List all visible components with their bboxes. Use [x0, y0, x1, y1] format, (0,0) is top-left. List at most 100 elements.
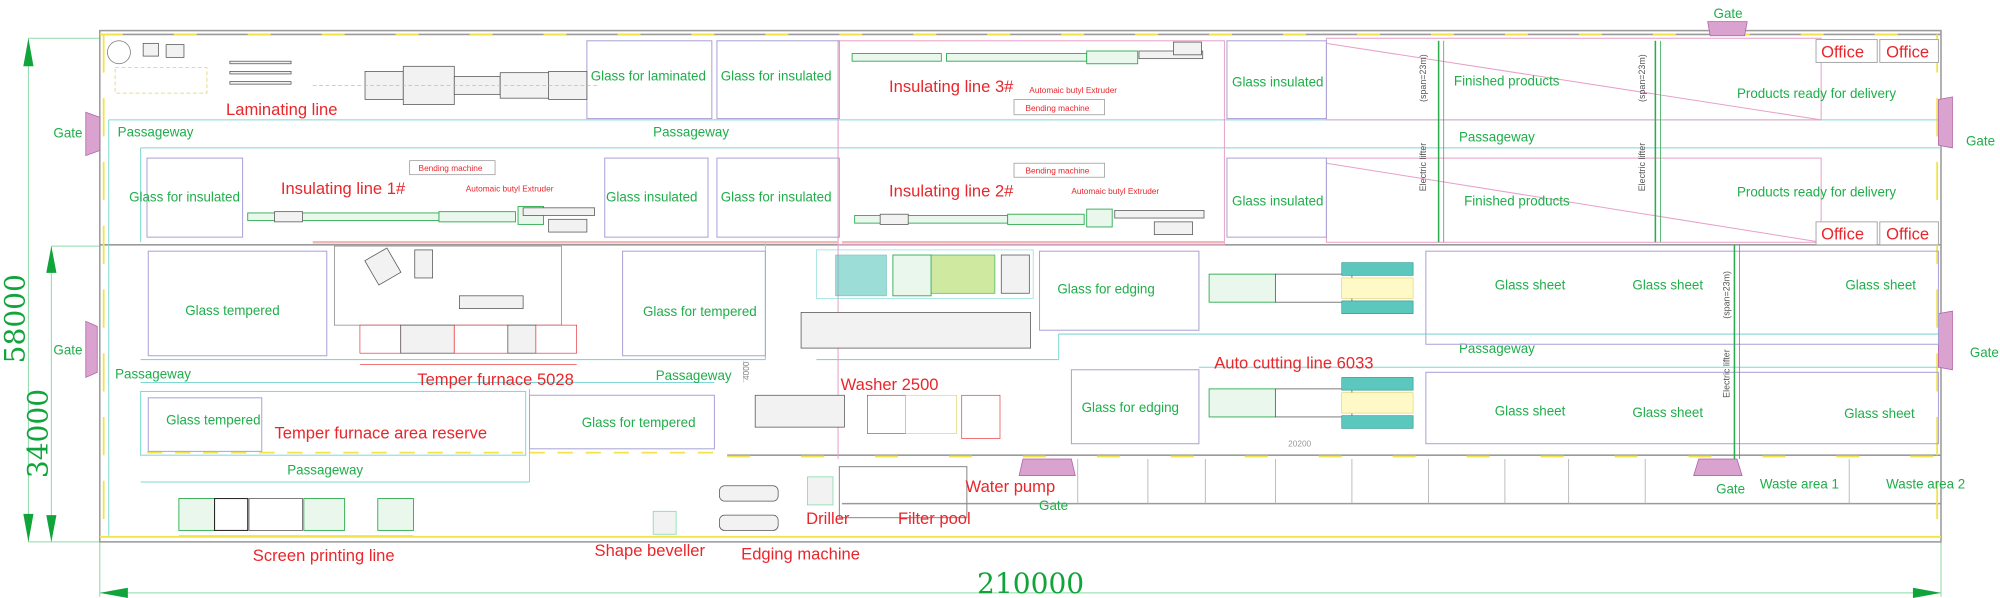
dimension-lines: 58000 34000 210000 [0, 37, 1942, 598]
insulating-line-3-label: Insulating line 3# [889, 77, 1014, 96]
washer-machine [743, 249, 1034, 439]
office-label: Office [1821, 42, 1864, 61]
storage-glass-sheet: Glass sheet [1845, 277, 1916, 292]
passageway-label: Passageway [1459, 130, 1535, 145]
storage-glass-tempered: Glass tempered [166, 413, 260, 428]
laminating-line-machine [107, 40, 600, 105]
passageway-label: Passageway [118, 124, 194, 139]
gate-label-bottom-right: Gate [1716, 481, 1745, 496]
gate-label-right-lower: Gate [1970, 345, 1999, 360]
storage-glass-sheet: Glass sheet [1632, 405, 1703, 420]
office-label: Office [1886, 42, 1929, 61]
lifter-span-label: (span=23m) [1637, 54, 1647, 102]
butyl-extruder-label: Automaic butyl Extruder [1071, 187, 1159, 196]
storage-waste-area-2: Waste area 2 [1886, 476, 1965, 491]
storage-glass-tempered: Glass tempered [185, 303, 279, 318]
gate-door-icon [85, 111, 101, 157]
storage-glass-sheet: Glass sheet [1844, 406, 1915, 421]
storage-glass-for-edging: Glass for edging [1082, 400, 1179, 415]
passageway-label: Passageway [1459, 341, 1535, 356]
gate-door-icon [1938, 310, 1953, 371]
storage-glass-sheet: Glass sheet [1495, 277, 1566, 292]
storage-glass-for-laminated: Glass for laminated [591, 68, 706, 83]
arrow-right-icon [1912, 587, 1941, 598]
passageway-label: Passageway [656, 368, 732, 383]
electric-lifter-label: Electric lifter [1721, 349, 1731, 398]
auto-cutting-line-label: Auto cutting line 6033 [1214, 353, 1373, 372]
passageway-label: Passageway [287, 462, 363, 477]
bending-machine-label: Bending machine [1026, 166, 1090, 175]
gate-label-bottom-middle: Gate [1039, 498, 1068, 513]
auto-cutting-line-machine [1208, 262, 1414, 429]
gate-label-left-lower: Gate [53, 342, 82, 357]
storage-glass-insulated: Glass insulated [1232, 75, 1323, 90]
partial-width-dimension: 34000 [22, 389, 55, 478]
storage-glass-insulated: Glass insulated [1232, 193, 1323, 208]
driller-label: Driller [806, 509, 850, 528]
storage-ready-for-delivery: Products ready for delivery [1737, 184, 1896, 199]
storage-glass-insulated: Glass insulated [606, 189, 697, 204]
storage-glass-for-insulated: Glass for insulated [721, 68, 832, 83]
arrow-left-icon [99, 587, 128, 598]
washer-gap-dimension: 4000 [742, 361, 751, 380]
arrow-up-icon [46, 246, 57, 273]
bending-machine [1013, 162, 1105, 178]
screen-printing-machine [178, 498, 414, 536]
storage-glass-for-insulated: Glass for insulated [129, 189, 240, 204]
butyl-extruder-label: Automaic butyl Extruder [466, 184, 554, 193]
screen-printing-label: Screen printing line [253, 546, 395, 565]
insulating-line-1-machine [247, 206, 595, 233]
laminating-line-label: Laminating line [226, 100, 337, 119]
storage-glass-for-edging: Glass for edging [1057, 281, 1154, 296]
storage-glass-for-tempered: Glass for tempered [582, 415, 696, 430]
total-width-dimension: 58000 [0, 274, 32, 363]
bending-machine [409, 160, 496, 176]
insulating-line-1-label: Insulating line 1# [281, 179, 406, 198]
passageway-label: Passageway [653, 124, 729, 139]
storage-glass-for-tempered: Glass for tempered [643, 304, 757, 319]
storage-finished-products: Finished products [1454, 73, 1560, 88]
storage-glass-for-insulated: Glass for insulated [721, 189, 832, 204]
temper-furnace-label: Temper furnace 5028 [417, 370, 574, 389]
temper-furnace-machine [334, 245, 578, 365]
office-label: Office [1821, 225, 1864, 244]
cutting-line-dimension: 20200 [1288, 439, 1311, 448]
lifter-span-label: (span=23m) [1418, 54, 1428, 102]
electric-lifter-label: Electric lifter [1637, 143, 1647, 192]
gate-doors [85, 21, 1953, 476]
storage-finished-products: Finished products [1464, 193, 1570, 208]
arrow-down-icon [23, 513, 34, 542]
bending-machine-label: Bending machine [419, 164, 483, 173]
bending-machine-label: Bending machine [1026, 104, 1090, 113]
bottom-bays [1077, 459, 1850, 504]
storage-glass-sheet: Glass sheet [1632, 277, 1703, 292]
gate-label-top: Gate [1714, 6, 1743, 21]
gate-door-icon [1938, 96, 1953, 149]
electric-lifter-label: Electric lifter [1418, 143, 1428, 192]
insulating-line-2-machine [854, 208, 1205, 235]
gate-door-icon [85, 320, 98, 379]
storage-ready-for-delivery: Products ready for delivery [1737, 86, 1896, 101]
arrow-down-icon [46, 515, 57, 542]
offices [1815, 39, 1939, 246]
insulating-line-2-label: Insulating line 2# [889, 181, 1014, 200]
edging-equipment [652, 466, 968, 535]
water-pump-label: Water pump [966, 477, 1056, 496]
electric-lifters [1437, 40, 1740, 460]
storage-waste-area-1: Waste area 1 [1760, 476, 1839, 491]
total-length-dimension: 210000 [977, 567, 1084, 598]
washer-label: Washer 2500 [841, 375, 939, 394]
storage-glass-sheet: Glass sheet [1495, 404, 1566, 419]
edging-machine-label: Edging machine [741, 545, 860, 564]
lifter-span-label: (span=23m) [1721, 271, 1731, 319]
insulating-line-3-machine [851, 41, 1204, 65]
zone-lines [312, 37, 1822, 460]
filter-pool-label: Filter pool [898, 509, 971, 528]
shape-beveller-label: Shape beveller [595, 541, 706, 560]
bending-machine [1013, 99, 1105, 116]
office-label: Office [1886, 225, 1929, 244]
gate-label-right-upper: Gate [1966, 133, 1995, 148]
gate-door-icon [1693, 458, 1743, 476]
arrow-up-icon [23, 38, 34, 67]
butyl-extruder-label: Automaic butyl Extruder [1029, 86, 1117, 95]
